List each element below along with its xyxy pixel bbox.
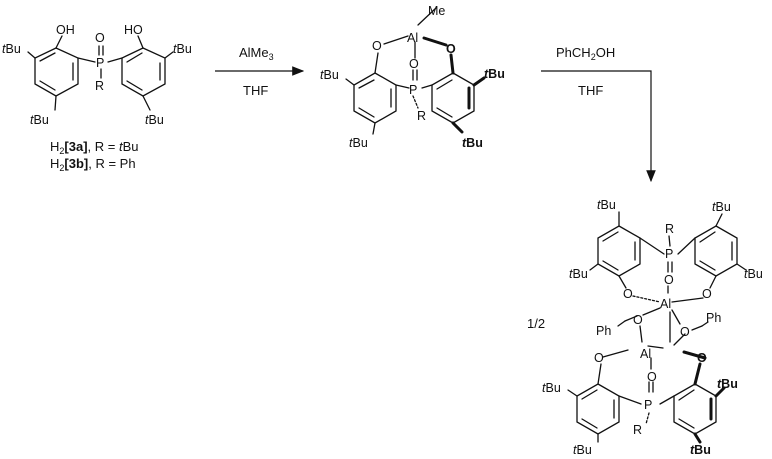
dimer-top-o-right-label: O [702, 287, 712, 301]
dimer-bottom-left-ring [576, 383, 620, 435]
ligand-tbu-label-4: tBu [145, 113, 164, 127]
dimer-ph-label-right: Ph [706, 311, 721, 325]
dimer-tbu-label-3: tBu [569, 267, 588, 281]
dimer-bridging-o-right-label: O [680, 325, 690, 339]
ligand-tbu-label-1: tBu [2, 42, 21, 56]
ligand-ho-label: HO [124, 23, 143, 37]
complex-tbu-label-1: tBu [320, 68, 339, 82]
complex-al-label: Al [407, 31, 418, 45]
complex-left-ring [353, 72, 397, 124]
dimer-top-o-left-label: O [623, 287, 633, 301]
dimer-tbu-label-5: tBu [542, 381, 561, 395]
dimer-top-right-ring [694, 225, 738, 277]
complex-o-right-label: O [446, 42, 456, 56]
dimer-bottom-o-phosphoryl-label: O [647, 370, 657, 384]
dimer-tbu-label-7: tBu [573, 443, 592, 457]
ligand-o-label: O [95, 31, 105, 45]
dimer-bottom-o-right-label: O [697, 351, 707, 365]
ligand-p-label: P [96, 56, 104, 70]
dimer-tbu-label-8: tBu [690, 443, 711, 457]
complex-o-phosphoryl-label: O [409, 57, 419, 71]
dimer-tbu-label-6: tBu [717, 377, 738, 391]
dimer-top-left-ring [597, 225, 641, 277]
ligand-caption-b: H2[3b], R = Ph [50, 156, 136, 173]
dimer-tbu-label-1: tBu [597, 198, 616, 212]
ligand-structure [27, 35, 174, 111]
dimer-top-o-phosphoryl-label: O [664, 273, 674, 287]
dimer-top-al-label: Al [660, 297, 671, 311]
ligand-tbu-label-3: tBu [30, 113, 49, 127]
ligand-r-label: R [95, 79, 104, 93]
ligand-tbu-label-2: tBu [173, 42, 192, 56]
reaction-2-reagent: PhCH2OH [556, 45, 615, 62]
dimer-bottom-o-left-label: O [594, 351, 604, 365]
dimer-tbu-label-2: tBu [712, 200, 731, 214]
complex-tbu-label-2: tBu [484, 67, 505, 81]
reaction-2-solvent: THF [578, 83, 603, 98]
dimer-ph-label-left: Ph [596, 324, 611, 338]
dimer-structure [567, 211, 747, 444]
dimer-bottom-al-label: Al [640, 347, 651, 361]
aluminum-complex-structure [345, 7, 486, 135]
dimer-bridging-o-left-label: O [633, 313, 643, 327]
complex-methyl-label: Me [428, 4, 445, 18]
ligand-right-ring [121, 47, 166, 97]
complex-tbu-label-3: tBu [349, 136, 368, 150]
dimer-bottom-r-label: R [633, 423, 642, 437]
dimer-top-r-label: R [665, 222, 674, 236]
reaction-arrow-2 [541, 70, 656, 183]
complex-p-label: P [409, 83, 417, 97]
ligand-caption-a: H2[3a], R = tBu [50, 139, 139, 156]
dimer-top-p-label: P [665, 247, 673, 261]
dimer-bottom-p-label: P [644, 398, 652, 412]
complex-o-left-label: O [372, 39, 382, 53]
reaction-1-solvent: THF [243, 83, 268, 98]
complex-tbu-label-4: tBu [462, 136, 483, 150]
reaction-1-reagent: AlMe3 [239, 45, 274, 62]
ligand-oh-label: OH [56, 23, 75, 37]
dimer-tbu-label-4: tBu [744, 267, 763, 281]
dimer-ratio-label: 1/2 [527, 316, 545, 331]
ligand-left-ring [34, 47, 79, 97]
complex-r-label: R [417, 109, 426, 123]
